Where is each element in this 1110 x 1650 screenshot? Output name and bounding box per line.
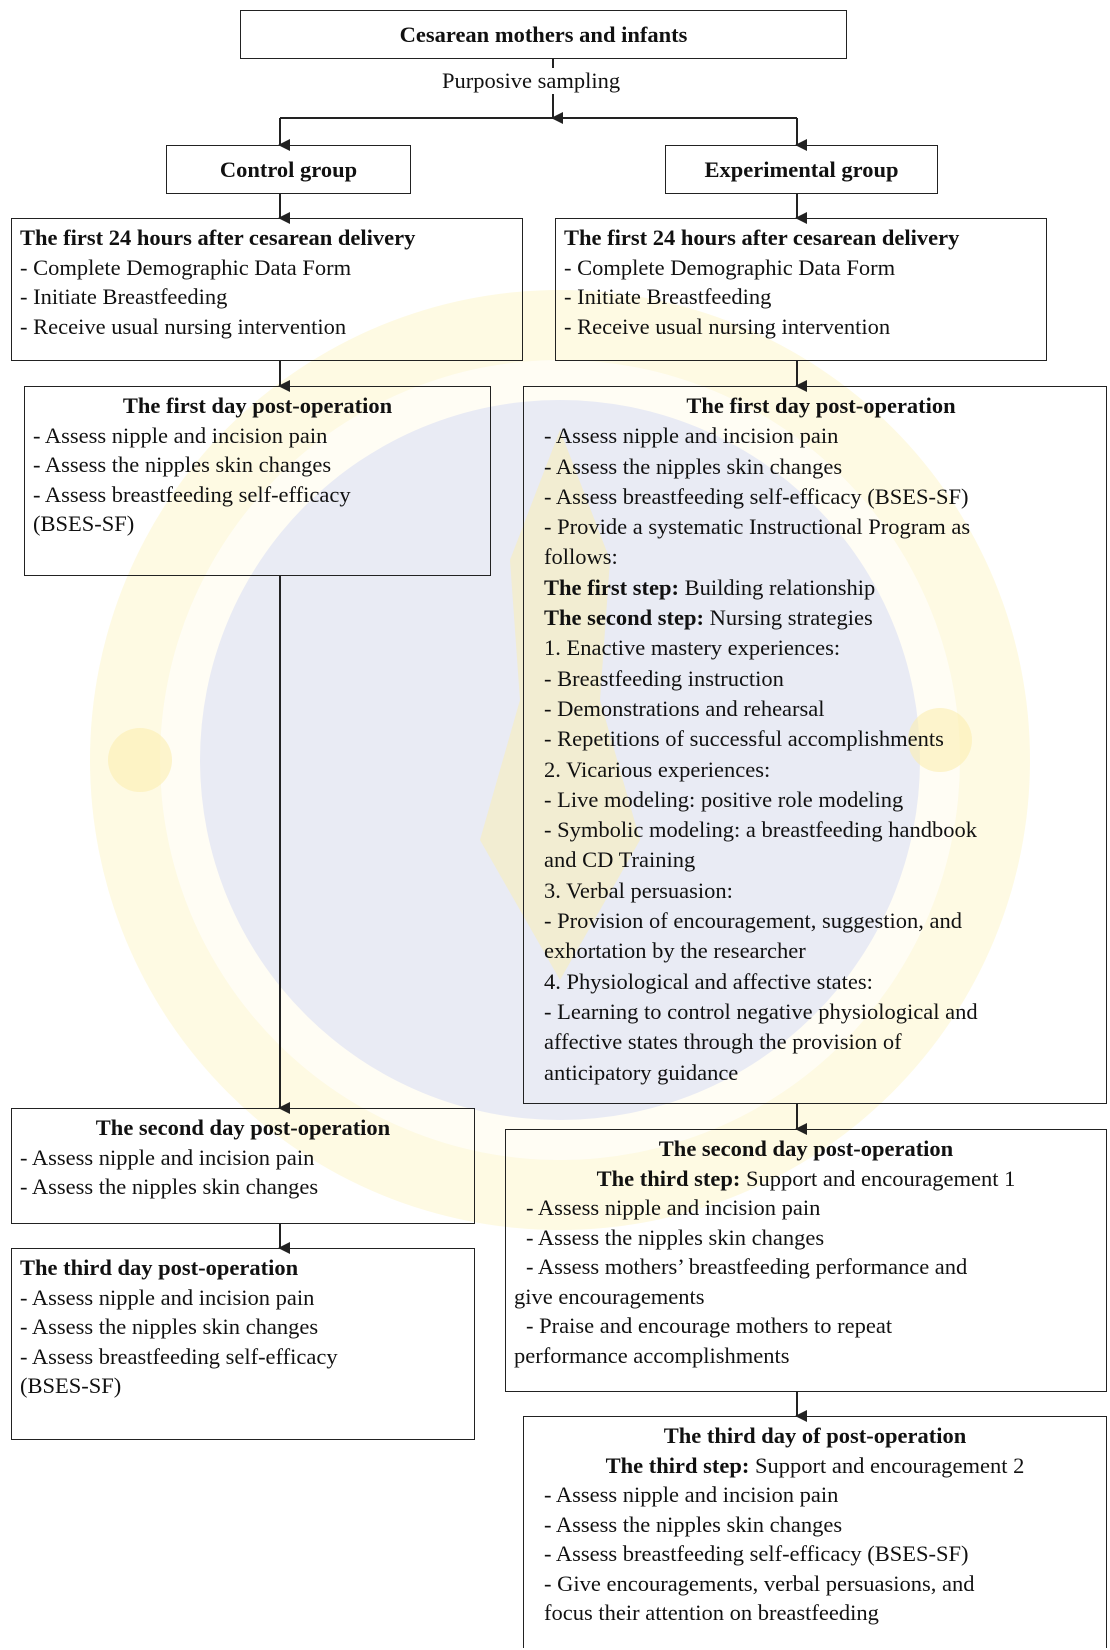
box-control-day-2: The second day post-operation - Assess n… [11, 1108, 475, 1224]
control-day1-item: (BSES-SF) [33, 511, 135, 536]
experimental-day1-item: - Provide a systematic Instructional Pro… [544, 514, 971, 540]
nursing-strategy-item: - Symbolic modeling: a breastfeeding han… [544, 817, 978, 843]
box-experimental-day-1: The first day post-operation - Assess ni… [523, 386, 1107, 1104]
nursing-strategy-item: 3. Verbal persuasion: [544, 877, 733, 903]
experimental-day3-step-label: The third step: [605, 1452, 750, 1478]
control-day3-item: - Assess nipple and incision pain [20, 1284, 315, 1310]
control-day1-title: The first day post-operation [122, 393, 393, 418]
box-control-day-1: The first day post-operation - Assess ni… [24, 386, 491, 576]
experimental-day2-step-text: Support and encouragement 1 [740, 1165, 1016, 1191]
nursing-strategy-item: and CD Training [544, 847, 696, 873]
control-first24-title: The first 24 hours after cesarean delive… [20, 225, 416, 250]
experimental-day3-title: The third day of post-operation [663, 1423, 967, 1448]
box-experimental-day-3: The third day of post-operation The thir… [523, 1416, 1107, 1648]
nursing-strategy-item: - Repetitions of successful accomplishme… [544, 726, 944, 752]
control-day2-item: - Assess nipple and incision pain [20, 1144, 315, 1170]
first-step-line: The first step: Building relationship [544, 573, 1098, 603]
experimental-first24-item: - Initiate Breastfeeding [564, 284, 772, 309]
nursing-strategy-item: - Learning to control negative physiolog… [544, 998, 978, 1024]
control-day1-item: - Assess breastfeeding self-efficacy [33, 481, 351, 507]
control-day3-item: (BSES-SF) [20, 1373, 122, 1398]
experimental-first24-item: - Complete Demographic Data Form [564, 254, 896, 280]
second-step-text: Nursing strategies [704, 605, 873, 631]
experimental-day1-title: The first day post-operation [686, 393, 956, 418]
experimental-first24-item: - Receive usual nursing intervention [564, 313, 891, 339]
experimental-group-title: Experimental group [704, 157, 899, 182]
nursing-strategy-item: exhortation by the researcher [544, 938, 806, 964]
experimental-day3-item: - Assess nipple and incision pain [544, 1482, 839, 1507]
control-first24-item: - Initiate Breastfeeding [20, 284, 228, 309]
control-day3-item: - Assess the nipples skin changes [20, 1314, 319, 1339]
experimental-day3-item: focus their attention on breastfeeding [544, 1600, 879, 1625]
first-step-text: Building relationship [678, 574, 876, 600]
box-control-day-3: The third day post-operation - Assess ni… [11, 1248, 475, 1440]
experimental-day2-step-label: The third step: [596, 1165, 741, 1191]
nursing-strategy-item: - Demonstrations and rehearsal [544, 695, 825, 721]
experimental-day3-item: - Assess the nipples skin changes [544, 1511, 843, 1537]
control-first24-item: - Complete Demographic Data Form [20, 254, 352, 280]
study-population-title: Cesarean mothers and infants [399, 22, 688, 47]
control-day1-item: - Assess the nipples skin changes [33, 452, 332, 477]
box-control-first-24-hours: The first 24 hours after cesarean delive… [11, 218, 523, 361]
experimental-day2-title: The second day post-operation [658, 1136, 954, 1161]
experimental-day1-item: follows: [544, 544, 618, 570]
control-day1-item: - Assess nipple and incision pain [33, 422, 328, 448]
experimental-day1-item: - Assess nipple and incision pain [544, 423, 839, 449]
box-experimental-first-24-hours: The first 24 hours after cesarean delive… [555, 218, 1047, 361]
box-control-group: Control group [166, 145, 411, 194]
nursing-strategy-item: 2. Vicarious experiences: [544, 756, 771, 782]
box-experimental-day-2: The second day post-operation The third … [505, 1129, 1107, 1392]
control-day2-title: The second day post-operation [95, 1115, 391, 1140]
experimental-day2-item: give encouragements [514, 1283, 705, 1309]
second-step-line: The second step: Nursing strategies [544, 603, 1098, 633]
nursing-strategy-item: - Breastfeeding instruction [544, 665, 784, 691]
experimental-day3-item: - Give encouragements, verbal persuasion… [544, 1570, 975, 1596]
nursing-strategy-item: 4. Physiological and affective states: [544, 968, 873, 994]
experimental-day3-step-line: The third step: Support and encouragemen… [532, 1451, 1098, 1481]
experimental-day2-item: - Assess mothers’ breastfeeding performa… [526, 1254, 968, 1279]
control-day3-title: The third day post-operation [20, 1255, 299, 1280]
experimental-day2-step-line: The third step: Support and encouragemen… [514, 1164, 1098, 1194]
nursing-strategy-item: anticipatory guidance [544, 1059, 739, 1085]
nursing-strategy-item: affective states through the provision o… [544, 1029, 902, 1055]
experimental-day2-item: - Assess nipple and incision pain [526, 1195, 821, 1220]
nursing-strategy-item: - Live modeling: positive role modeling [544, 786, 904, 812]
experimental-day3-item: - Assess breastfeeding self-efficacy (BS… [544, 1541, 969, 1566]
box-study-population: Cesarean mothers and infants [240, 10, 847, 59]
experimental-day2-item: performance accomplishments [514, 1342, 790, 1368]
control-first24-item: - Receive usual nursing intervention [20, 313, 347, 339]
nursing-strategy-item: 1. Enactive mastery experiences: [544, 635, 841, 661]
experimental-day1-item: - Assess the nipples skin changes [544, 453, 843, 479]
experimental-day2-item: - Praise and encourage mothers to repeat [526, 1313, 893, 1338]
control-day2-item: - Assess the nipples skin changes [20, 1174, 319, 1199]
experimental-first24-title: The first 24 hours after cesarean delive… [564, 225, 960, 250]
experimental-day1-item: - Assess breastfeeding self-efficacy (BS… [544, 483, 969, 509]
box-experimental-group: Experimental group [665, 145, 938, 194]
control-group-title: Control group [219, 157, 358, 182]
first-step-label: The first step: [544, 574, 679, 600]
experimental-day3-step-text: Support and encouragement 2 [749, 1452, 1025, 1478]
control-day3-item: - Assess breastfeeding self-efficacy [20, 1343, 338, 1369]
experimental-day2-item: - Assess the nipples skin changes [526, 1224, 825, 1250]
second-step-label: The second step: [544, 605, 705, 631]
sampling-method-label: Purposive sampling [440, 68, 623, 94]
nursing-strategy-item: - Provision of encouragement, suggestion… [544, 908, 963, 934]
